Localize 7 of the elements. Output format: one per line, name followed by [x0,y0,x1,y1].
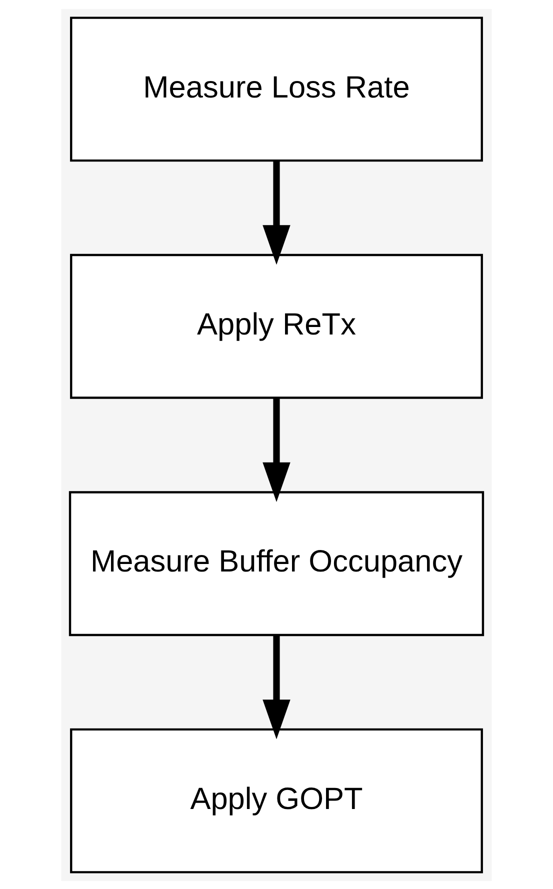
node-box: Measure Buffer Occupancy [68,490,484,636]
arrow [262,397,290,502]
node-box: Apply ReTx [70,253,483,398]
node-box: Apply GOPT [70,728,483,873]
node-box: Measure Loss Rate [70,16,483,162]
arrow [262,160,290,264]
arrow [262,634,290,739]
